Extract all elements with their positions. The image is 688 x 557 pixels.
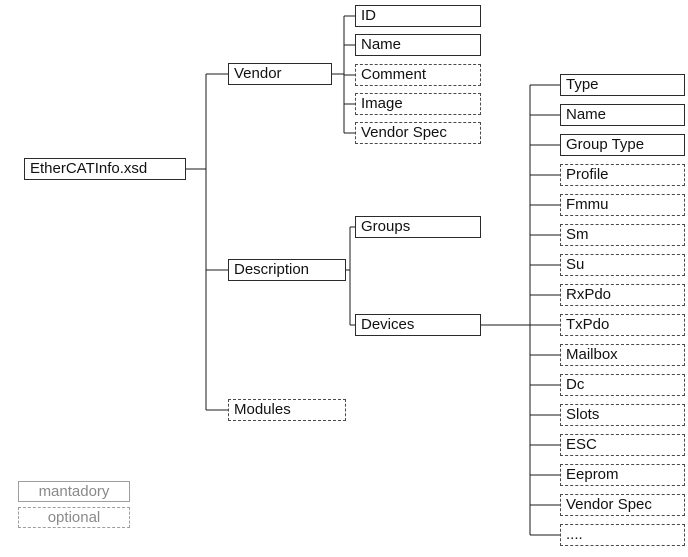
node-fmmu: Fmmu: [560, 194, 685, 216]
node-device-vendor-spec: Vendor Spec: [560, 494, 685, 516]
node-comment: Comment: [355, 64, 481, 86]
node-slots: Slots: [560, 404, 685, 426]
legend-mandatory: mantadory: [18, 481, 130, 502]
node-ethercatinfo-root: EtherCATInfo.xsd: [24, 158, 186, 180]
node-vendor-spec: Vendor Spec: [355, 122, 481, 144]
node-sm: Sm: [560, 224, 685, 246]
node-mailbox: Mailbox: [560, 344, 685, 366]
node-device-name: Name: [560, 104, 685, 126]
node-type: Type: [560, 74, 685, 96]
node-image: Image: [355, 93, 481, 115]
node-vendor: Vendor: [228, 63, 332, 85]
node-devices: Devices: [355, 314, 481, 336]
node-ellipsis: ....: [560, 524, 685, 546]
legend-optional: optional: [18, 507, 130, 528]
node-groups: Groups: [355, 216, 481, 238]
node-description: Description: [228, 259, 346, 281]
node-su: Su: [560, 254, 685, 276]
node-dc: Dc: [560, 374, 685, 396]
node-vendor-name: Name: [355, 34, 481, 56]
node-id: ID: [355, 5, 481, 27]
node-esc: ESC: [560, 434, 685, 456]
node-txpdo: TxPdo: [560, 314, 685, 336]
node-eeprom: Eeprom: [560, 464, 685, 486]
node-profile: Profile: [560, 164, 685, 186]
node-modules: Modules: [228, 399, 346, 421]
node-group-type: Group Type: [560, 134, 685, 156]
node-rxpdo: RxPdo: [560, 284, 685, 306]
